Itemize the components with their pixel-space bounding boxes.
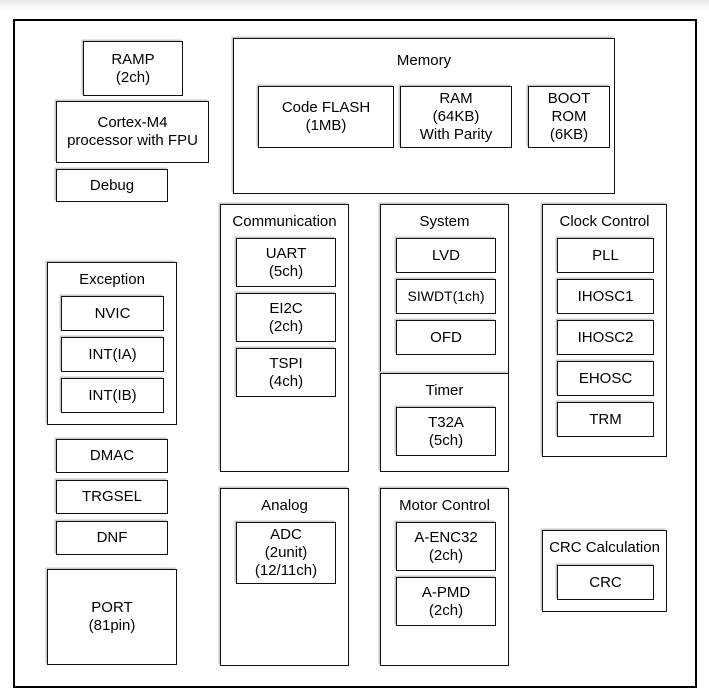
block-crc-label: CRC: [589, 573, 622, 591]
block-cortex-m4[interactable]: Cortex-M4 processor with FPU: [56, 101, 209, 163]
block-t32a[interactable]: T32A (5ch): [396, 407, 496, 456]
block-siwdt-label: SIWDT(1ch): [407, 288, 485, 305]
block-a-enc32-line2: (2ch): [428, 546, 464, 564]
block-pll[interactable]: PLL: [557, 238, 654, 273]
group-clock-control[interactable]: Clock Control PLL IHOSC1 IHOSC2 EHOSC TR…: [542, 204, 667, 457]
block-tspi[interactable]: TSPI (4ch): [236, 348, 336, 397]
block-trgsel-label: TRGSEL: [81, 488, 142, 506]
block-ei2c-line1: EI2C: [269, 299, 303, 317]
group-motor-control-title: Motor Control: [399, 497, 490, 514]
group-exception-title: Exception: [79, 271, 145, 288]
block-t32a-line1: T32A: [428, 413, 464, 431]
block-a-pmd-line2: (2ch): [428, 601, 464, 619]
block-ramp-line1: RAMP: [111, 50, 155, 68]
block-boot-rom-line1: BOOT: [547, 90, 591, 108]
block-uart[interactable]: UART (5ch): [236, 238, 336, 287]
group-communication[interactable]: Communication UART (5ch) EI2C (2ch) TSPI…: [220, 204, 349, 472]
block-a-pmd[interactable]: A-PMD (2ch): [396, 577, 496, 626]
block-cortex-m4-line1: Cortex-M4: [97, 114, 168, 132]
group-analog[interactable]: Analog ADC (2unit) (12/11ch): [220, 488, 349, 666]
block-ram-line1: RAM: [439, 90, 473, 108]
block-ihosc1[interactable]: IHOSC1: [557, 279, 654, 314]
block-uart-line2: (5ch): [268, 262, 304, 280]
block-trm-label: TRM: [589, 410, 622, 428]
block-boot-rom[interactable]: BOOT ROM (6KB): [528, 86, 610, 148]
block-crc[interactable]: CRC: [557, 565, 654, 600]
block-adc-line1: ADC: [270, 526, 302, 544]
group-motor-control[interactable]: Motor Control A-ENC32 (2ch) A-PMD (2ch): [380, 488, 509, 666]
block-ram[interactable]: RAM (64KB) With Parity: [400, 86, 512, 148]
block-ei2c-line2: (2ch): [268, 317, 304, 335]
block-debug[interactable]: Debug: [56, 169, 168, 202]
group-timer-title: Timer: [425, 382, 464, 399]
block-nvic[interactable]: NVIC: [61, 296, 164, 331]
block-ei2c[interactable]: EI2C (2ch): [236, 293, 336, 342]
block-ramp[interactable]: RAMP (2ch): [83, 41, 183, 96]
block-ramp-line2: (2ch): [115, 68, 151, 86]
top-gradient-strip: [0, 0, 709, 10]
block-ehosc[interactable]: EHOSC: [557, 361, 654, 396]
block-int-ia[interactable]: INT(IA): [61, 337, 164, 372]
block-dmac[interactable]: DMAC: [56, 439, 168, 473]
block-port-line1: PORT: [91, 599, 133, 617]
group-system[interactable]: System LVD SIWDT(1ch) OFD: [380, 204, 509, 382]
group-analog-title: Analog: [261, 497, 308, 514]
block-dnf[interactable]: DNF: [56, 521, 168, 555]
block-code-flash[interactable]: Code FLASH (1MB): [258, 86, 394, 148]
block-port-line2: (81pin): [88, 617, 136, 634]
block-debug-label: Debug: [89, 176, 135, 194]
block-dnf-label: DNF: [96, 529, 128, 547]
block-ihosc1-label: IHOSC1: [577, 287, 634, 305]
group-system-title: System: [419, 213, 470, 230]
block-siwdt[interactable]: SIWDT(1ch): [396, 279, 496, 314]
group-timer[interactable]: Timer T32A (5ch): [380, 373, 509, 472]
block-ofd[interactable]: OFD: [396, 320, 496, 355]
group-memory-title: Memory: [396, 52, 452, 69]
block-pll-label: PLL: [592, 246, 619, 264]
group-crc-calculation-title: CRC Calculation: [549, 539, 660, 556]
block-port[interactable]: PORT (81pin): [47, 569, 177, 665]
block-lvd[interactable]: LVD: [396, 238, 496, 273]
block-ofd-label: OFD: [430, 328, 462, 346]
block-nvic-label: NVIC: [94, 304, 131, 322]
block-ihosc2[interactable]: IHOSC2: [557, 320, 654, 355]
block-trm[interactable]: TRM: [557, 402, 654, 437]
group-memory[interactable]: Memory Code FLASH (1MB) RAM (64KB) With …: [233, 38, 615, 194]
group-clock-control-title: Clock Control: [559, 213, 650, 230]
block-boot-rom-line2: ROM: [551, 108, 587, 126]
block-dmac-label: DMAC: [89, 447, 135, 465]
block-int-ia-label: INT(IA): [88, 345, 137, 363]
block-code-flash-line2: (1MB): [305, 117, 347, 134]
block-adc-line3: (12/11ch): [254, 561, 318, 579]
block-tspi-line1: TSPI: [269, 354, 303, 372]
block-a-pmd-line1: A-PMD: [421, 583, 471, 601]
block-uart-line1: UART: [265, 244, 307, 262]
group-crc-calculation[interactable]: CRC Calculation CRC: [542, 530, 667, 612]
block-ihosc2-label: IHOSC2: [577, 328, 634, 346]
block-trgsel[interactable]: TRGSEL: [56, 480, 168, 514]
block-ram-line2: (64KB): [432, 108, 480, 126]
block-adc-line2: (2unit): [264, 544, 308, 562]
block-int-ib-label: INT(IB): [88, 386, 137, 404]
block-t32a-line2: (5ch): [428, 431, 464, 449]
block-lvd-label: LVD: [431, 246, 461, 264]
block-ram-line3: With Parity: [419, 125, 493, 143]
block-tspi-line2: (4ch): [268, 372, 304, 390]
block-ehosc-label: EHOSC: [578, 369, 633, 387]
group-exception[interactable]: Exception NVIC INT(IA) INT(IB): [47, 262, 177, 425]
block-boot-rom-line3: (6KB): [549, 125, 589, 143]
block-cortex-m4-line2: processor with FPU: [67, 132, 198, 149]
block-a-enc32-line1: A-ENC32: [414, 528, 478, 546]
block-int-ib[interactable]: INT(IB): [61, 378, 164, 413]
group-communication-title: Communication: [232, 213, 337, 230]
block-code-flash-line1: Code FLASH: [281, 99, 371, 117]
block-adc[interactable]: ADC (2unit) (12/11ch): [236, 522, 336, 584]
chip-outer-frame: RAMP (2ch) Cortex-M4 processor with FPU …: [13, 19, 697, 688]
block-a-enc32[interactable]: A-ENC32 (2ch): [396, 522, 496, 571]
